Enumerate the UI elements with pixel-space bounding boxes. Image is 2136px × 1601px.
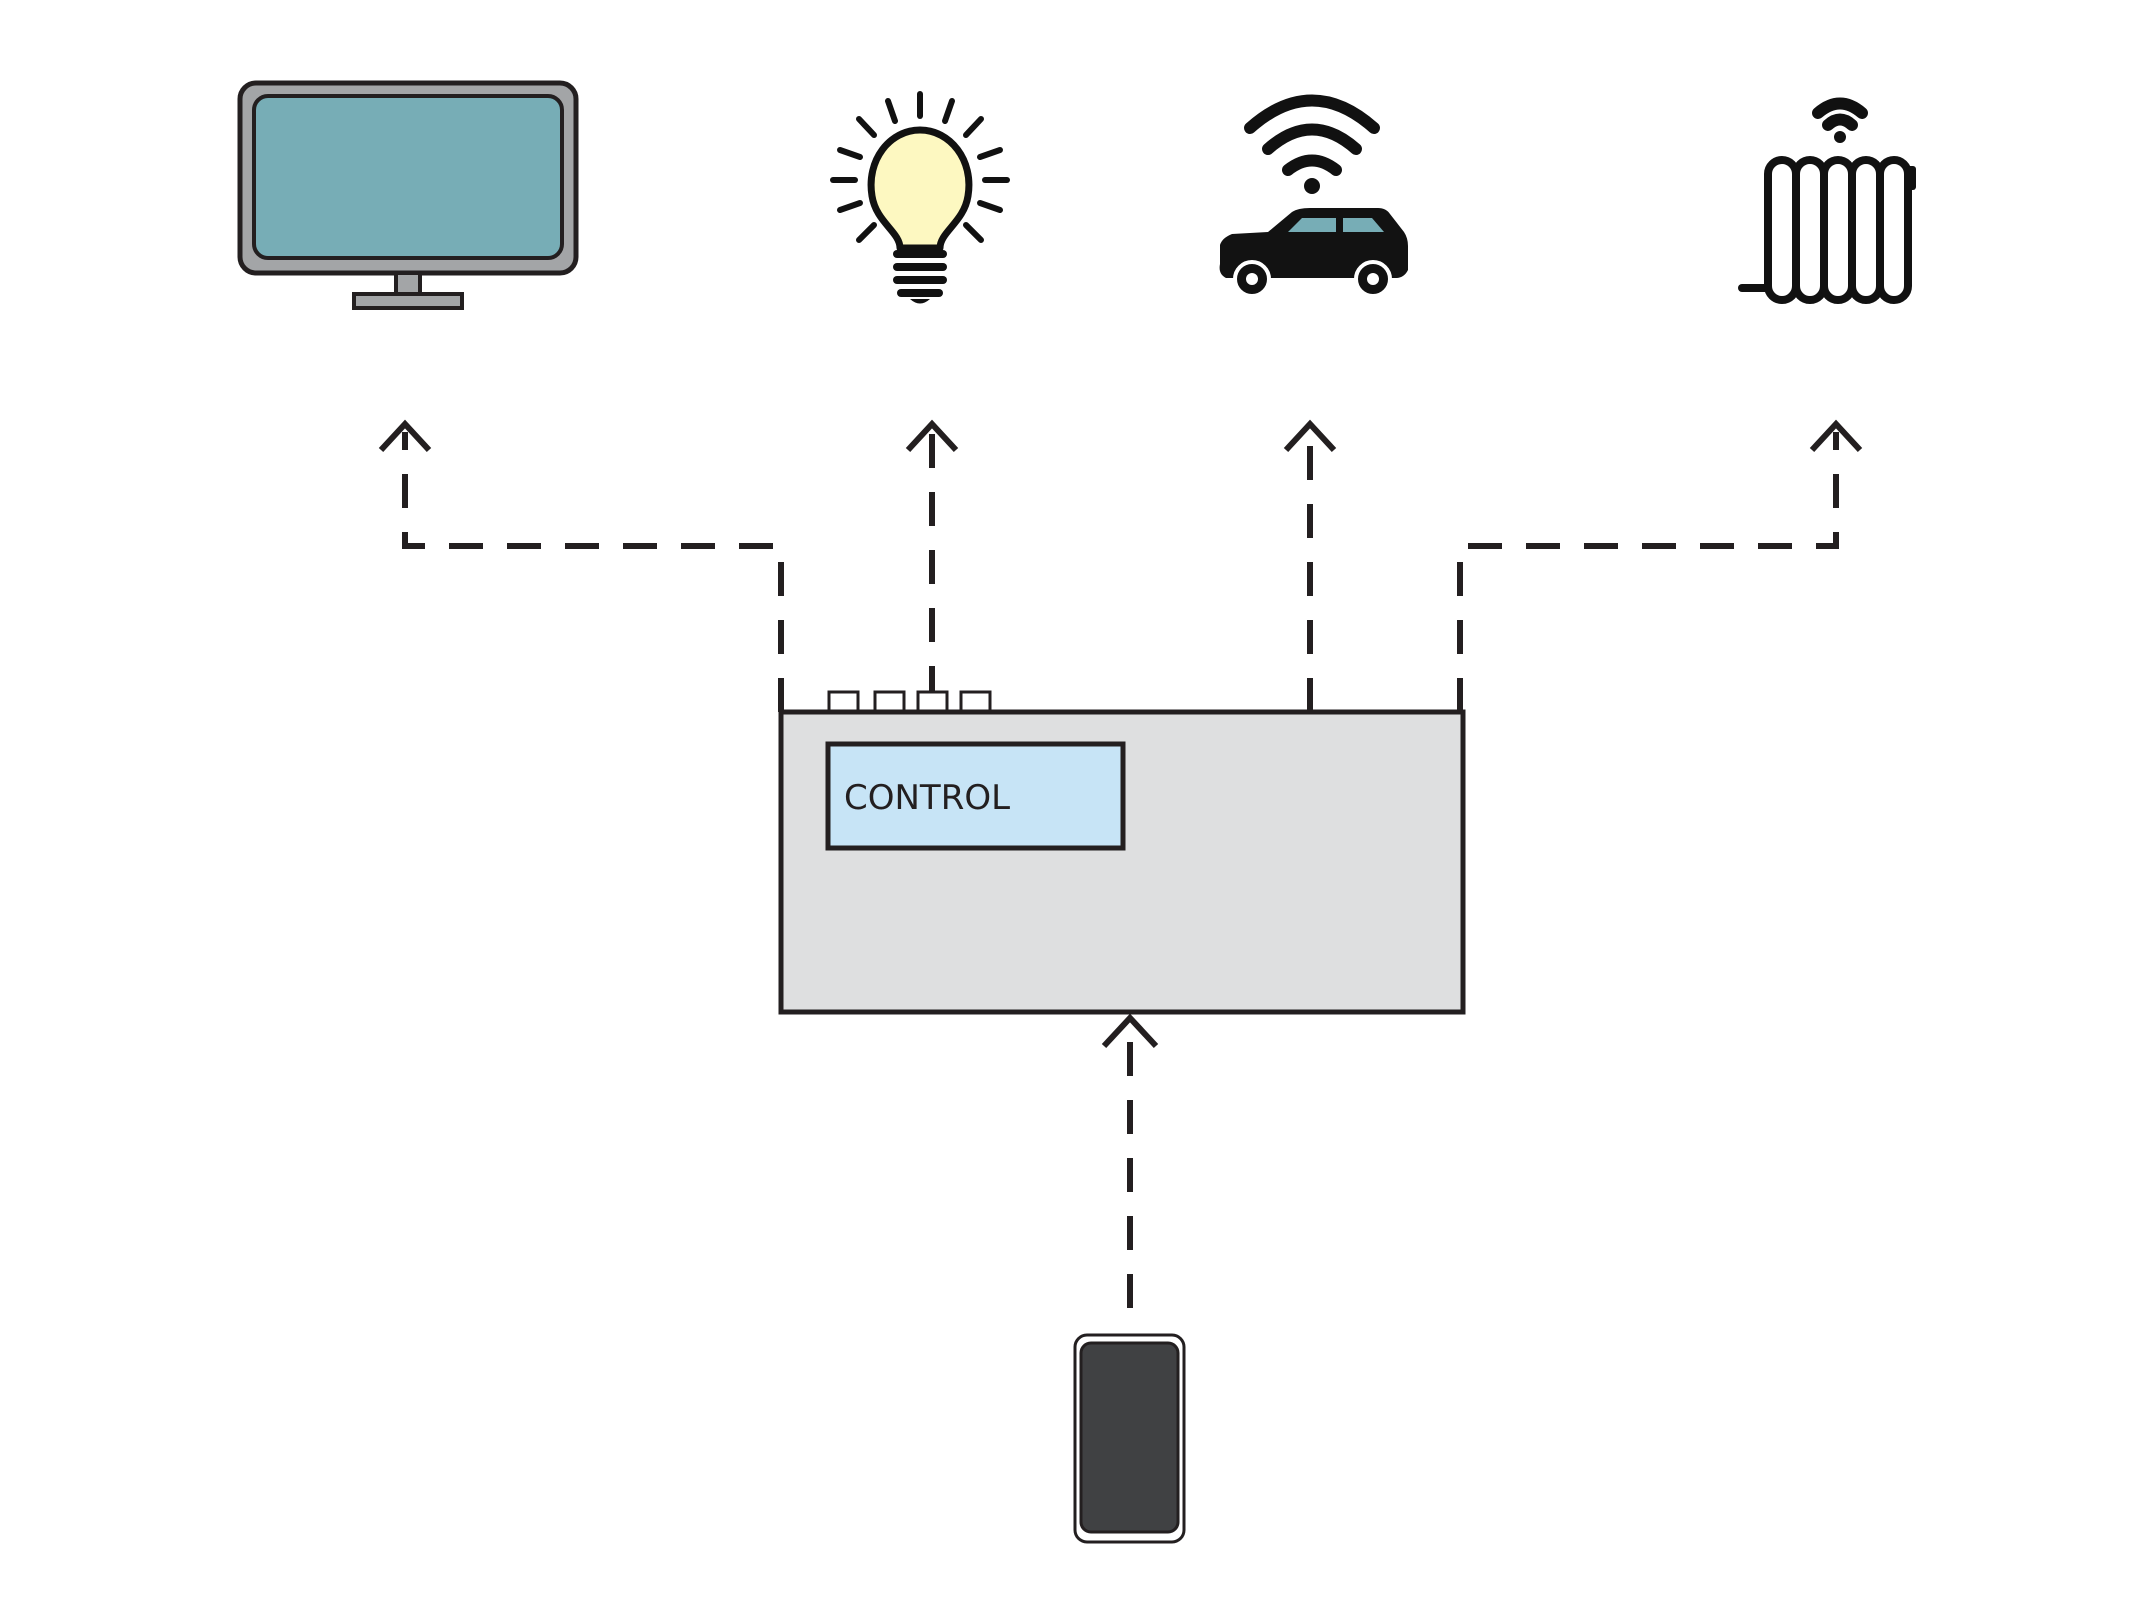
connector-to-tv (378, 419, 784, 712)
connected-car-icon (1219, 94, 1408, 298)
connector-to-car (1283, 419, 1337, 712)
smart-radiator-icon (1738, 97, 1916, 304)
tv-icon (237, 80, 579, 310)
connector-from-phone (1101, 1013, 1159, 1308)
connector-to-light (905, 419, 959, 700)
control-hub: CONTROL (778, 690, 1466, 1015)
hub-display-label: CONTROL (844, 778, 1010, 818)
smartphone-icon (1073, 1333, 1186, 1544)
hub-display (825, 741, 1126, 851)
light-bulb-icon (830, 91, 1010, 304)
connector-to-radiator (1457, 419, 1863, 712)
